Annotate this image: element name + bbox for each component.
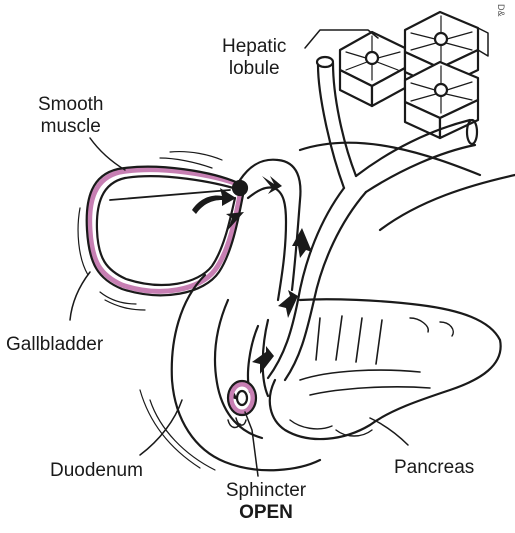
cystic-duct (240, 160, 300, 300)
label-sphincter: Sphincter OPEN (216, 480, 316, 524)
label-smooth-muscle: Smooth muscle (38, 94, 103, 138)
label-smooth-muscle-line2: muscle (38, 116, 103, 138)
label-sphincter-text: Sphincter (216, 480, 316, 502)
label-smooth-muscle-line1: Smooth (38, 94, 103, 116)
label-hepatic-lobule-line2: lobule (222, 58, 286, 80)
label-duodenum: Duodenum (50, 460, 143, 482)
corner-mark: D& (496, 4, 506, 17)
label-pancreas: Pancreas (394, 457, 474, 479)
label-hepatic-lobule: Hepatic lobule (222, 36, 286, 80)
label-gallbladder: Gallbladder (6, 334, 103, 356)
pancreas (270, 299, 501, 439)
label-sphincter-state: OPEN (216, 502, 316, 524)
hepatic-lobule-1 (340, 32, 405, 106)
label-hepatic-lobule-line1: Hepatic (222, 36, 286, 58)
